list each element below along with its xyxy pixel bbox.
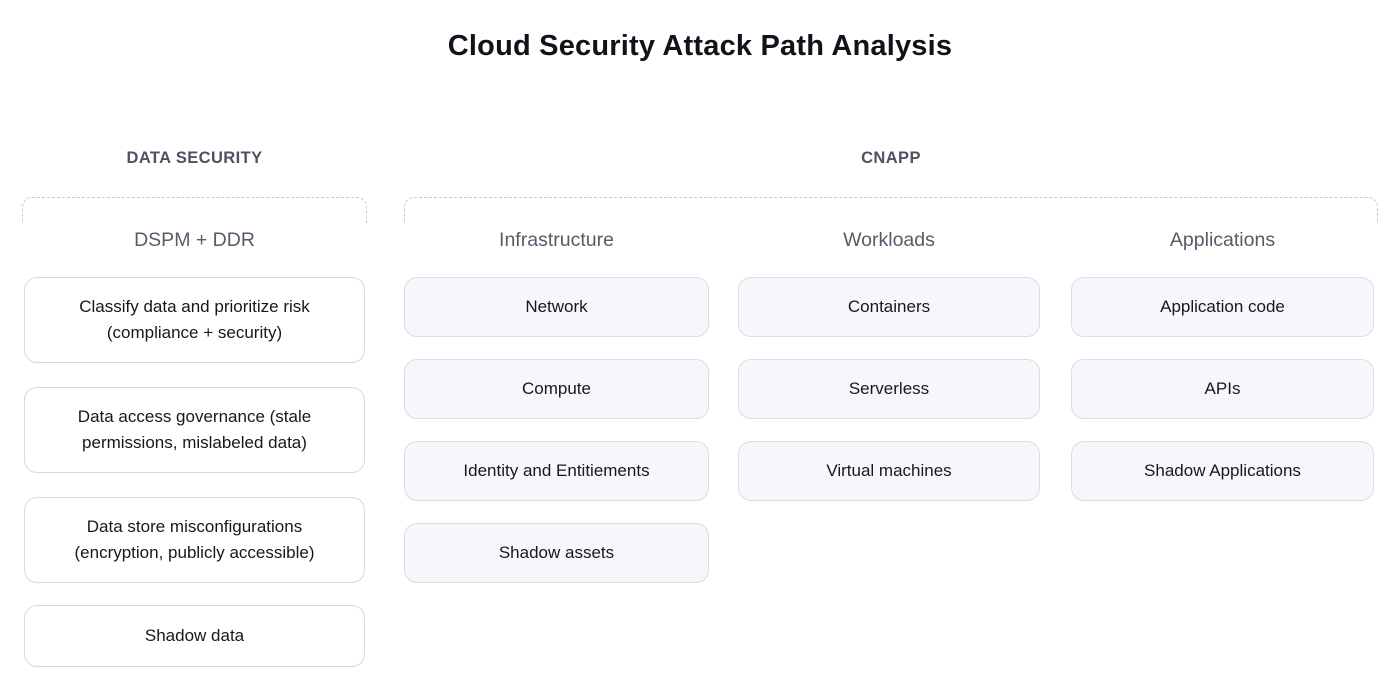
node-data-store-misconfigurations: Data store misconfigurations (encryption… bbox=[24, 497, 365, 583]
node-identity-and-entitlements: Identity and Entitiements bbox=[404, 441, 709, 501]
node-classify-data: Classify data and prioritize risk (compl… bbox=[24, 277, 365, 363]
node-virtual-machines: Virtual machines bbox=[738, 441, 1040, 501]
node-containers: Containers bbox=[738, 277, 1040, 337]
node-serverless: Serverless bbox=[738, 359, 1040, 419]
data-security-group-outline bbox=[22, 197, 367, 223]
node-network: Network bbox=[404, 277, 709, 337]
node-application-code: Application code bbox=[1071, 277, 1374, 337]
column-label-applications: Applications bbox=[1169, 229, 1276, 251]
node-shadow-assets: Shadow assets bbox=[404, 523, 709, 583]
node-shadow-data: Shadow data bbox=[24, 605, 365, 667]
page-title: Cloud Security Attack Path Analysis bbox=[447, 30, 953, 62]
column-label-infrastructure: Infrastructure bbox=[499, 229, 614, 251]
data-security-section-header: DATA SECURITY bbox=[126, 149, 263, 167]
cnapp-group-outline bbox=[404, 197, 1378, 223]
node-data-access-governance: Data access governance (stale permission… bbox=[24, 387, 365, 473]
cnapp-section-header: CNAPP bbox=[861, 149, 921, 167]
node-compute: Compute bbox=[404, 359, 709, 419]
column-label-dspm-ddr: DSPM + DDR bbox=[134, 229, 255, 251]
node-apis: APIs bbox=[1071, 359, 1374, 419]
node-shadow-applications: Shadow Applications bbox=[1071, 441, 1374, 501]
column-label-workloads: Workloads bbox=[843, 229, 935, 251]
